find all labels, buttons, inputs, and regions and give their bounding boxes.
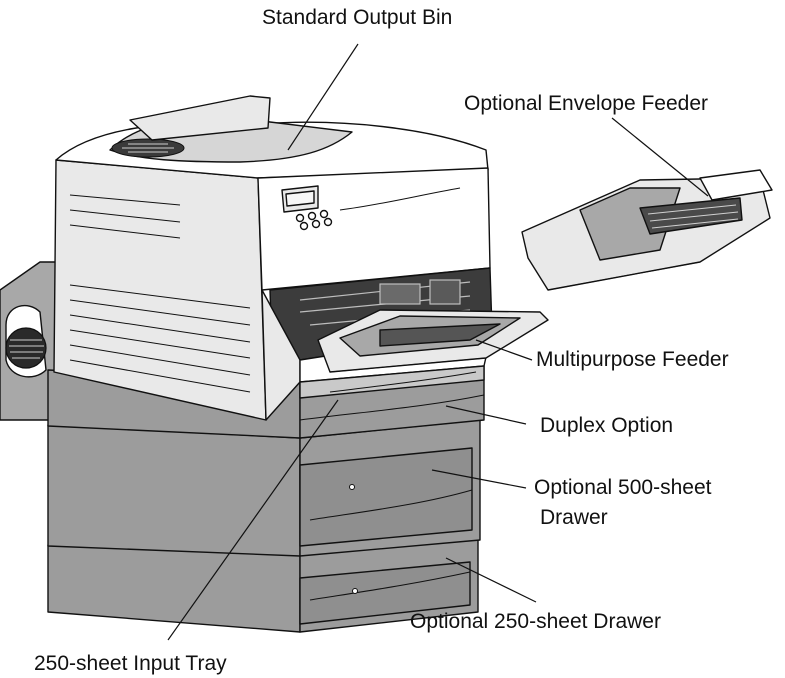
label-standard-output-bin: Standard Output Bin xyxy=(262,6,452,29)
leader-duplex-option xyxy=(445,405,527,425)
label-optional-500-line1: Optional 500-sheet xyxy=(534,476,712,499)
leader-250-drawer xyxy=(445,557,537,603)
side-unit-illustration xyxy=(0,261,59,421)
label-optional-250-drawer: Optional 250-sheet Drawer xyxy=(410,610,661,633)
printer-body-illustration xyxy=(53,95,493,421)
leader-multipurpose-feeder xyxy=(475,339,533,361)
multipurpose-feeder-illustration xyxy=(317,309,549,373)
leader-lines xyxy=(167,43,709,641)
label-duplex-option: Duplex Option xyxy=(540,414,673,437)
leader-envelope-feeder xyxy=(611,117,709,197)
drawer-250-side xyxy=(47,544,301,633)
leader-input-tray xyxy=(167,399,339,641)
leader-500-drawer xyxy=(431,469,527,489)
label-250-sheet-input-tray: 250-sheet Input Tray xyxy=(34,652,227,675)
label-optional-500-line2: Drawer xyxy=(540,506,608,529)
drawer-500-side xyxy=(47,424,301,557)
label-optional-envelope-feeder: Optional Envelope Feeder xyxy=(464,92,708,115)
envelope-feeder-illustration xyxy=(521,169,773,291)
drawer-stack-illustration xyxy=(47,365,485,633)
label-multipurpose-feeder: Multipurpose Feeder xyxy=(536,348,729,371)
leader-standard-output-bin xyxy=(287,43,359,151)
